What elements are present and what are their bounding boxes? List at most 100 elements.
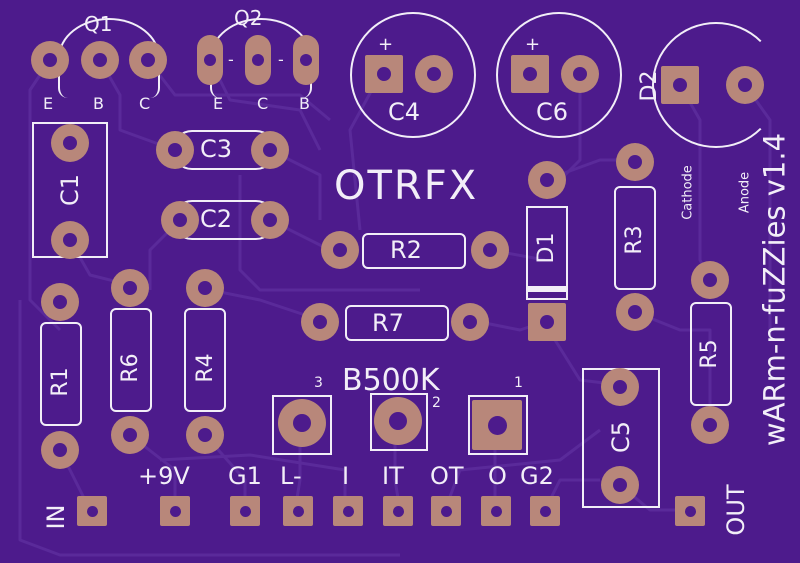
pot-pin-3-outline — [272, 395, 332, 455]
c2-pin-2-drill — [263, 213, 277, 227]
c6-outline — [496, 12, 622, 138]
c3-pin-2-drill — [263, 143, 277, 157]
pad-out-drill — [684, 505, 696, 517]
r4-pin-2 — [186, 416, 224, 454]
r7-pin-1 — [301, 303, 339, 341]
r2-pin-1 — [321, 231, 359, 269]
pot-pin-2-outline — [370, 393, 428, 451]
pad-o-drill — [490, 505, 502, 517]
r5-pin-2 — [691, 406, 729, 444]
r1-outline — [40, 322, 82, 426]
d1-pin-1-drill — [540, 173, 554, 187]
c2-pin-1-drill — [173, 213, 187, 227]
pad-v9 — [160, 496, 190, 526]
r6-pin-2 — [111, 416, 149, 454]
d1-outline — [526, 206, 568, 300]
q2-pin-b-drill — [300, 54, 312, 66]
d2-pin-anode-drill — [738, 78, 752, 92]
d1-cathode-band — [528, 286, 566, 292]
pad-g2-drill — [539, 505, 551, 517]
q1-pin-c-drill — [141, 53, 155, 67]
r3-pin-2 — [616, 293, 654, 331]
d2-label: D2 — [637, 70, 662, 102]
c3-pin-1-drill — [168, 143, 182, 157]
r5-outline — [690, 302, 732, 406]
board-title: wARm-n-fuZZies v1.4 — [757, 132, 792, 447]
c4-pin-plus — [365, 55, 403, 93]
pad-it-drill — [392, 505, 404, 517]
r3-outline — [614, 186, 656, 290]
q2-pin-c — [245, 35, 271, 85]
r5-label: R5 — [697, 339, 722, 369]
d2-pin-cathode — [661, 66, 699, 104]
pad-i — [333, 496, 363, 526]
pot-label: B500K — [342, 363, 440, 398]
r5-pin-2-drill — [703, 418, 717, 432]
d2-pin-cathode-drill — [673, 78, 687, 92]
i-label: I — [342, 462, 350, 490]
q1-label: Q1 — [84, 12, 113, 36]
c5-pin-2-drill — [613, 478, 627, 492]
pad-lm-drill — [292, 505, 304, 517]
pot-pin-2-label: 2 — [432, 395, 441, 411]
pot-pin-2 — [374, 397, 422, 445]
q2-label: Q2 — [234, 6, 263, 30]
pad-i-drill — [342, 505, 354, 517]
r7-pin-2-drill — [463, 315, 477, 329]
r4-outline — [184, 308, 226, 412]
c6-pin-plus — [511, 55, 549, 93]
q2-pin-e-drill — [204, 54, 216, 66]
ot-label: OT — [430, 462, 464, 490]
c6-pin-plus-drill — [523, 67, 537, 81]
q2-pin-c-label: C — [257, 94, 269, 113]
d1-pin-2 — [528, 303, 566, 341]
d2-outline — [652, 22, 780, 148]
r5-pin-1-drill — [703, 273, 717, 287]
r6-outline — [110, 308, 152, 412]
in-label: IN — [42, 504, 70, 530]
c3-pin-1 — [156, 131, 194, 169]
c5-pin-1 — [601, 368, 639, 406]
pot-pin-3-label: 3 — [314, 375, 323, 391]
r1-label: R1 — [48, 367, 73, 397]
pad-ot — [431, 496, 461, 526]
q1-pin-b-drill — [93, 53, 107, 67]
q2-pin-e-label: E — [213, 94, 224, 113]
q1-pin-c-label: C — [139, 94, 151, 113]
q2-sep-2: - — [278, 50, 284, 69]
r1-pin-2 — [41, 431, 79, 469]
d1-pin-2-drill — [540, 315, 554, 329]
pad-g2 — [530, 496, 560, 526]
c6-plus: + — [525, 34, 541, 55]
r7-pin-2 — [451, 303, 489, 341]
r2-label: R2 — [390, 236, 422, 264]
pot-pin-3-drill — [293, 414, 311, 432]
c5-label: C5 — [607, 420, 635, 454]
r3-label: R3 — [622, 225, 647, 255]
o-label: O — [488, 462, 507, 490]
c1-pin-1 — [51, 124, 89, 162]
c4-plus: + — [378, 34, 394, 55]
r1-pin-1-drill — [53, 295, 67, 309]
c3-pin-2 — [251, 131, 289, 169]
c1-pin-2 — [51, 221, 89, 259]
pad-o — [481, 496, 511, 526]
out-label: OUT — [722, 484, 750, 536]
d2-pin-anode — [726, 66, 764, 104]
pot-pin-3 — [278, 399, 326, 447]
c2-pin-1 — [161, 201, 199, 239]
r3-pin-2-drill — [628, 305, 642, 319]
c2-pin-2 — [251, 201, 289, 239]
q1-pin-e — [31, 41, 69, 79]
pad-out — [675, 496, 705, 526]
c4-outline — [350, 12, 476, 138]
c6-pin-minus — [561, 55, 599, 93]
r1-pin-2-drill — [53, 443, 67, 457]
r2-pin-2-drill — [483, 243, 497, 257]
brand-label: OTRFX — [334, 163, 479, 209]
pad-lm — [283, 496, 313, 526]
d2-anode-label: Anode — [737, 171, 753, 213]
lm-label: L- — [280, 462, 302, 490]
pad-in-drill — [86, 505, 98, 517]
